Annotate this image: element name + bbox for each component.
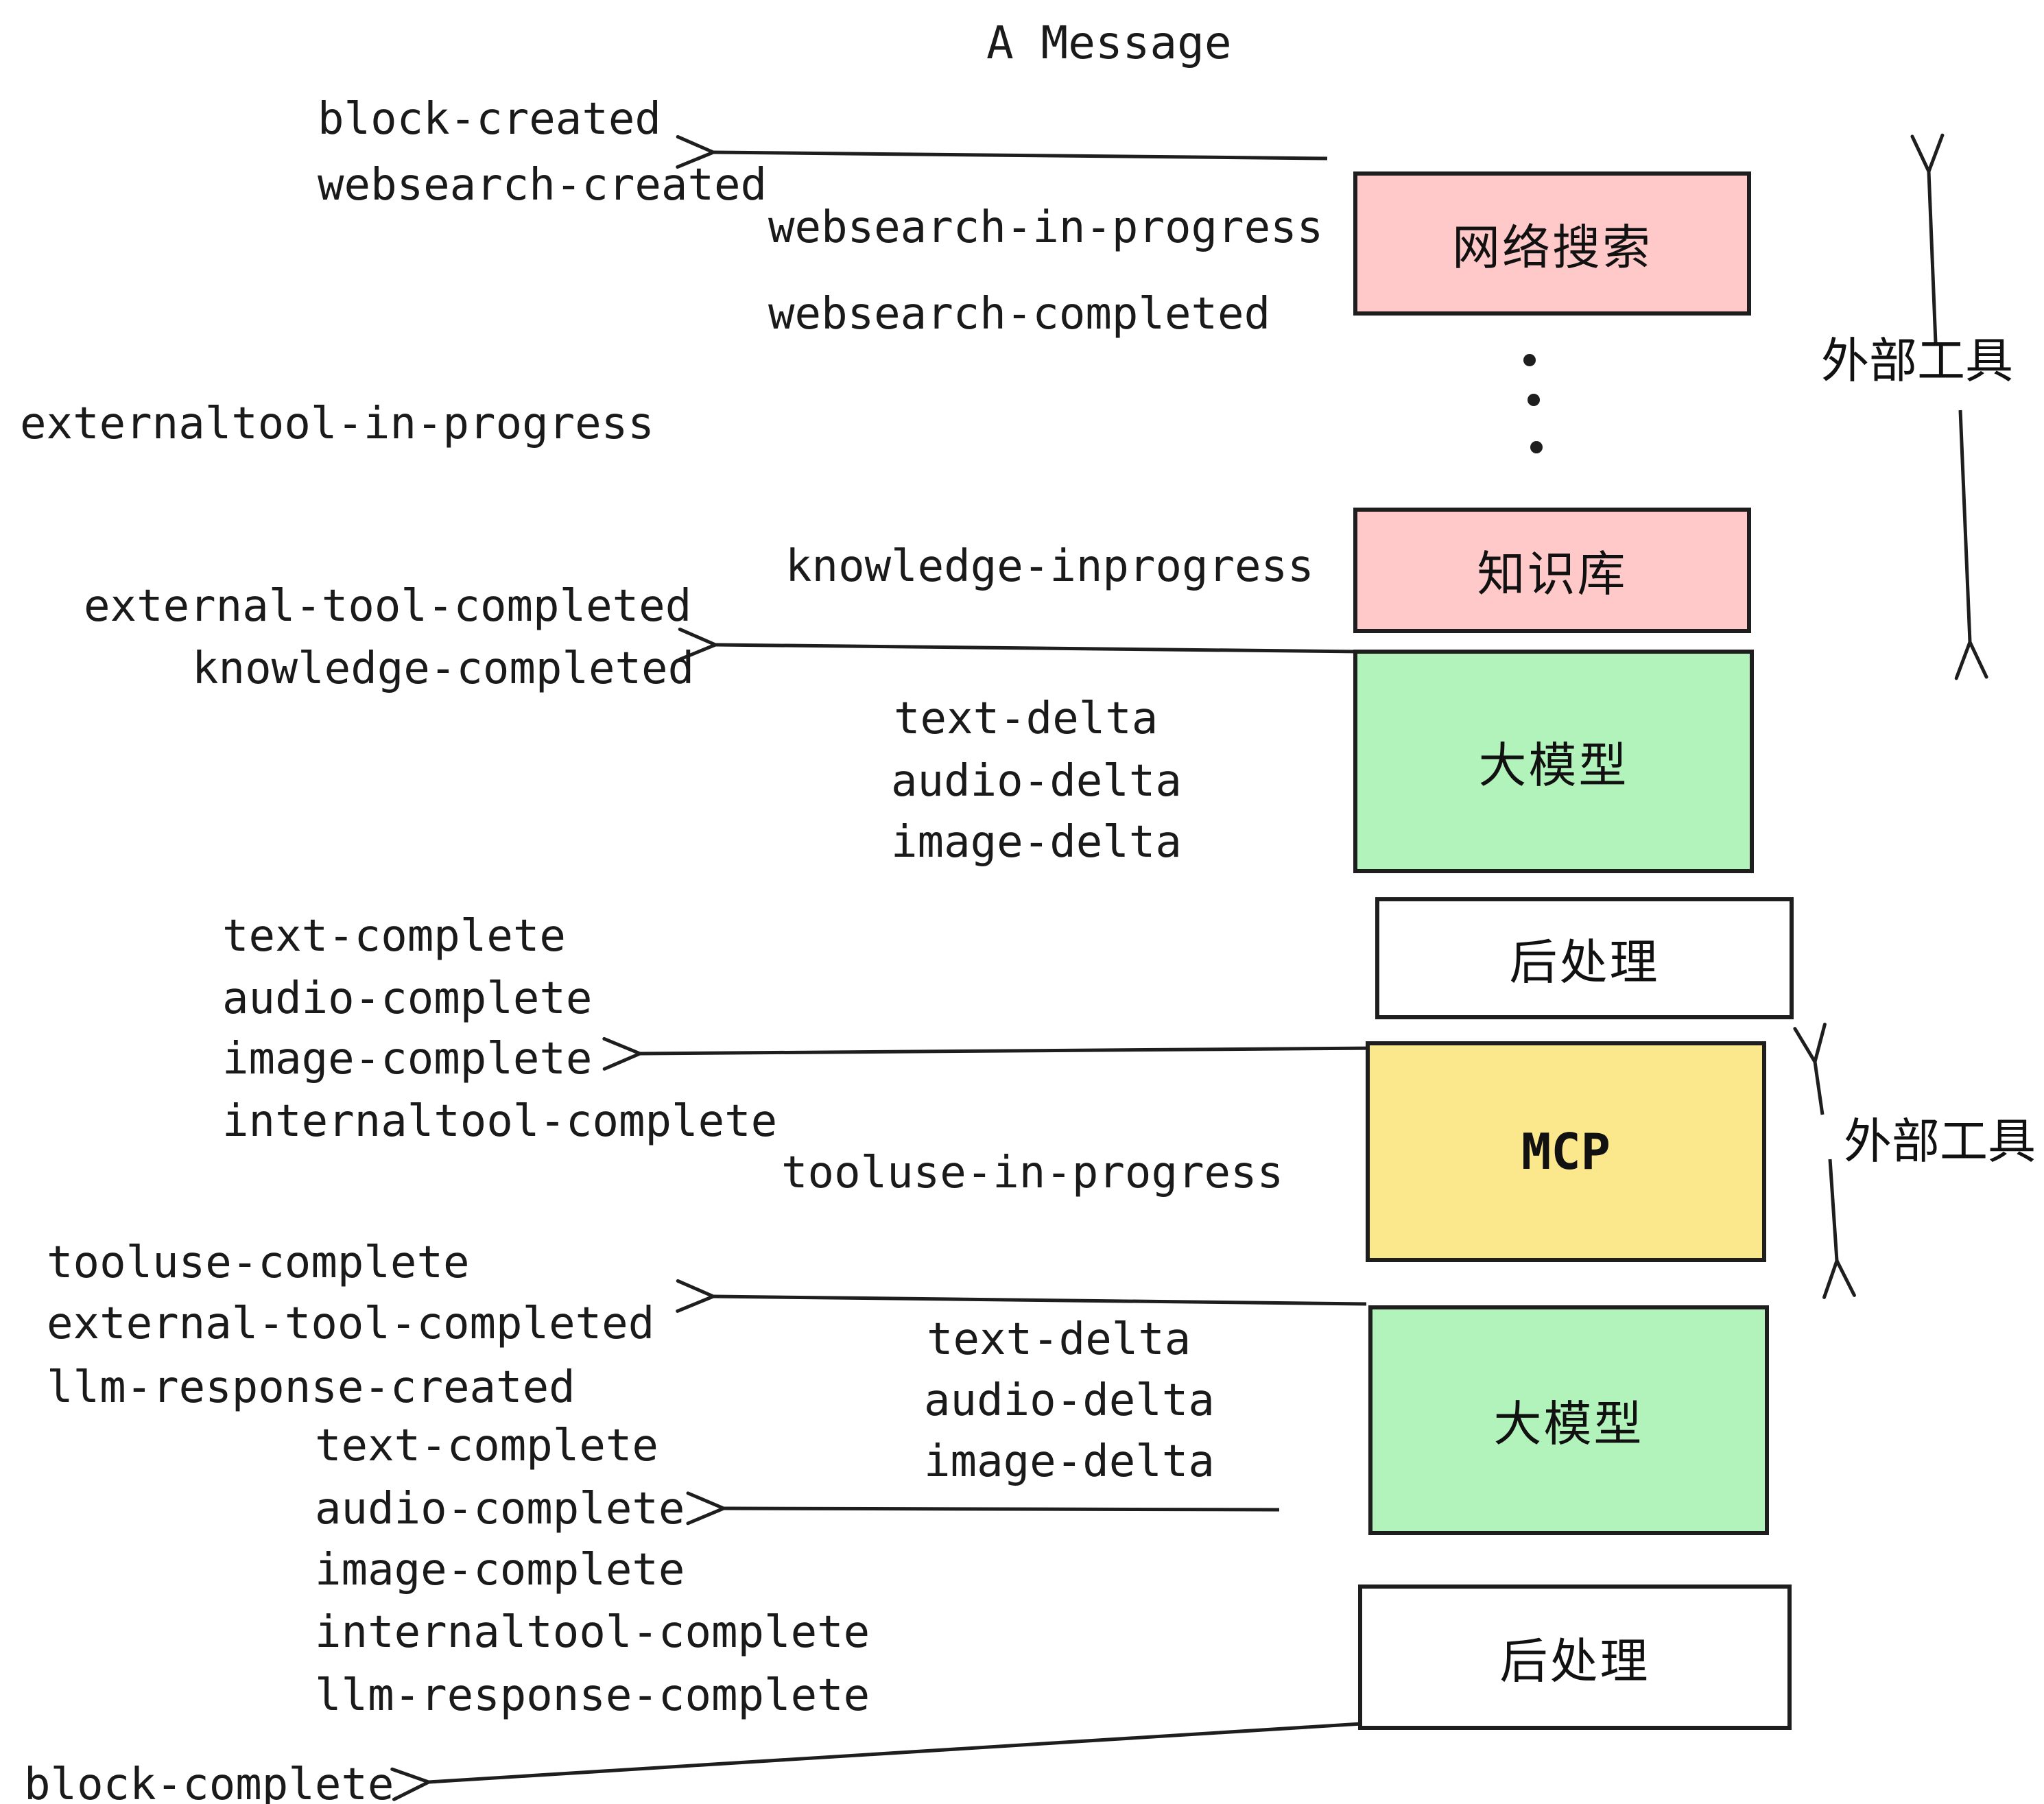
box-websearch-label: 网络搜索 <box>1452 220 1652 274</box>
side-label-external-tools-1: 外部工具 <box>1821 334 2013 388</box>
event-image-delta-1: image-delta <box>891 817 1182 868</box>
box-postprocess-1-label: 后处理 <box>1509 935 1660 989</box>
box-postprocess-2-label: 后处理 <box>1499 1634 1650 1688</box>
event-knowledge-completed: knowledge-completed <box>192 643 695 694</box>
arrow-postprocess2-to-block-complete <box>429 1722 1362 1782</box>
event-externaltool-in-progress: externaltool-in-progress <box>20 399 654 449</box>
event-tooluse-complete: tooluse-complete <box>47 1237 470 1288</box>
event-knowledge-inprogress: knowledge-inprogress <box>785 541 1314 592</box>
ellipsis-dot-3 <box>1530 441 1543 453</box>
event-text-delta-2: text-delta <box>927 1314 1191 1365</box>
box-llm-1: 大模型 <box>1353 650 1754 873</box>
event-audio-complete-2: audio-complete <box>315 1484 685 1534</box>
arrow-postprocess1-to-image-complete <box>640 1048 1379 1054</box>
event-external-tool-completed-2: external-tool-completed <box>47 1298 655 1349</box>
event-internaltool-complete-1: internaltool-complete <box>222 1096 778 1147</box>
arrow-external-tools-2-up <box>1815 1062 1822 1115</box>
event-llm-response-complete: llm-response-complete <box>315 1670 870 1721</box>
event-audio-complete-1: audio-complete <box>222 973 593 1024</box>
event-text-complete-1: text-complete <box>222 911 566 962</box>
arrow-external-tools-1-down <box>1960 410 1970 642</box>
event-block-complete: block-complete <box>24 1759 394 1804</box>
box-mcp: MCP <box>1366 1041 1766 1262</box>
box-llm-2: 大模型 <box>1368 1305 1769 1535</box>
event-websearch-created: websearch-created <box>318 160 768 211</box>
arrow-mcp-to-tooluse-complete <box>713 1296 1367 1304</box>
diagram-title: A Message <box>986 16 1232 69</box>
arrow-external-tools-2-down <box>1830 1159 1837 1261</box>
event-text-delta-1: text-delta <box>894 693 1158 744</box>
event-external-tool-completed: external-tool-completed <box>84 581 692 632</box>
event-tooluse-in-progress: tooluse-in-progress <box>781 1148 1284 1198</box>
arrow-websearch-to-block-created <box>713 152 1328 158</box>
box-postprocess-1: 后处理 <box>1375 897 1794 1019</box>
box-mcp-label: MCP <box>1521 1123 1611 1180</box>
box-postprocess-2: 后处理 <box>1358 1585 1792 1730</box>
arrow-external-tools-1-up <box>1929 171 1936 344</box>
event-image-complete-1: image-complete <box>222 1034 593 1084</box>
event-llm-response-created: llm-response-created <box>47 1362 575 1413</box>
event-image-complete-2: image-complete <box>315 1545 685 1595</box>
side-label-external-tools-2: 外部工具 <box>1844 1115 2036 1168</box>
ellipsis-dot-1 <box>1523 354 1536 366</box>
event-websearch-completed: websearch-completed <box>768 289 1271 340</box>
event-block-created: block-created <box>318 94 661 145</box>
arrow-llm2-to-audio-complete <box>724 1508 1280 1510</box>
ellipsis-dot-2 <box>1528 394 1540 406</box>
event-websearch-in-progress: websearch-in-progress <box>768 202 1324 253</box>
event-audio-delta-2: audio-delta <box>924 1375 1215 1426</box>
box-llm-1-label: 大模型 <box>1478 738 1629 792</box>
box-llm-2-label: 大模型 <box>1493 1397 1644 1451</box>
box-knowledge-label: 知识库 <box>1477 547 1628 601</box>
box-websearch: 网络搜索 <box>1353 171 1751 316</box>
event-image-delta-2: image-delta <box>924 1436 1215 1487</box>
arrow-knowledge-to-knowledge-completed <box>715 645 1362 652</box>
event-internaltool-complete-2: internaltool-complete <box>315 1607 870 1658</box>
box-knowledge: 知识库 <box>1353 508 1751 633</box>
event-audio-delta-1: audio-delta <box>891 756 1182 807</box>
event-text-complete-2: text-complete <box>315 1421 658 1471</box>
